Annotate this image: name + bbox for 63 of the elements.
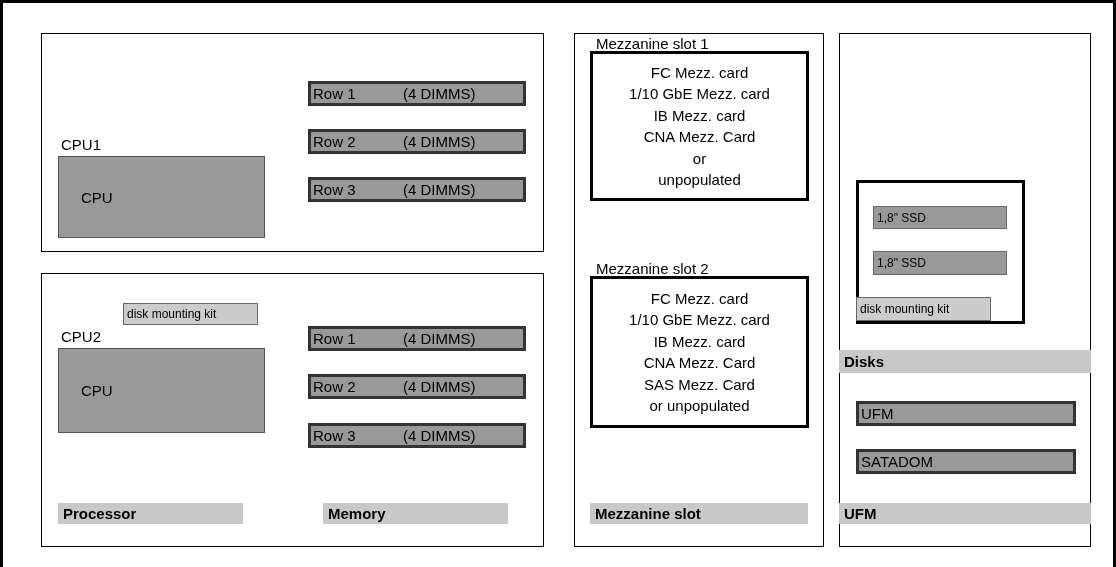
card-option-text: or unpopulated: [649, 396, 750, 416]
cpu-label: CPU2: [61, 328, 101, 345]
card-option-text: CNA Mezz. Card: [643, 127, 756, 147]
kit-label-box: [123, 303, 258, 325]
section-title: Disks: [844, 353, 885, 370]
card-option-text: FC Mezz. card: [650, 62, 749, 83]
ssd-bar: [873, 251, 1007, 275]
row-label: Row 1: [313, 86, 356, 101]
ssd-bar: [873, 206, 1007, 229]
row-label: Row 2: [313, 134, 356, 149]
card-option-text: unpopulated: [658, 170, 741, 190]
module-bar: [856, 449, 1076, 474]
section-band: [839, 350, 1091, 373]
card-option-text: CNA Mezz. Card: [643, 353, 756, 373]
row-label: Row 1: [313, 331, 356, 346]
card-option-text: SAS Mezz. Card: [644, 374, 755, 395]
row-capacity: (4 DIMMS): [403, 428, 476, 443]
card-option-text: or: [692, 148, 707, 169]
panel: [574, 33, 824, 547]
section-band: [323, 503, 508, 524]
cpu-text: CPU: [81, 188, 113, 206]
section-band: [839, 503, 1091, 524]
panel: [41, 33, 544, 252]
ssd-label: 1,8" SSD: [877, 210, 926, 225]
card-option-text: 1/10 GbE Mezz. card: [629, 310, 770, 330]
card-option-text: IB Mezz. card: [653, 105, 746, 126]
module-bar: [308, 326, 526, 351]
cpu-text: CPU: [81, 382, 113, 399]
row-capacity: (4 DIMMS): [403, 331, 476, 346]
disk-bay-box: [856, 180, 1025, 324]
row-label: UFM: [861, 406, 894, 421]
section-title: UFM: [844, 505, 877, 522]
kit-label: disk mounting kit: [860, 302, 950, 316]
card-option-text: 1/10 GbE Mezz. card: [629, 84, 770, 104]
row-capacity: (4 DIMMS): [403, 86, 476, 101]
card-option-text: FC Mezz. card: [650, 288, 749, 309]
module-bar: [308, 177, 526, 202]
panel: [839, 33, 1091, 547]
section-band: [590, 503, 808, 524]
card-option-text: IB Mezz. card: [653, 331, 746, 352]
cpu-label: CPU1: [61, 136, 101, 153]
section-title: Mezzanine slot: [595, 505, 701, 522]
module-bar: [308, 129, 526, 154]
row-capacity: (4 DIMMS): [403, 182, 476, 197]
panel: [41, 273, 544, 547]
row-label: SATADOM: [861, 454, 933, 469]
slot-label: Mezzanine slot 1: [596, 34, 709, 54]
slot-label: Mezzanine slot 2: [596, 259, 709, 279]
module-bar: [308, 374, 526, 399]
row-label: Row 3: [313, 428, 356, 443]
kit-label: disk mounting kit: [127, 307, 217, 321]
kit-label-box: [856, 297, 991, 321]
section-title: Processor: [63, 505, 137, 522]
section-band: [58, 503, 243, 524]
row-label: Row 3: [313, 182, 356, 197]
row-capacity: (4 DIMMS): [403, 134, 476, 149]
module-bar: [856, 401, 1076, 426]
module-bar: [308, 423, 526, 448]
row-capacity: (4 DIMMS): [403, 379, 476, 394]
row-label: Row 2: [313, 379, 356, 394]
module-bar: [308, 81, 526, 106]
ssd-label: 1,8" SSD: [877, 256, 926, 270]
section-title: Memory: [328, 505, 386, 522]
